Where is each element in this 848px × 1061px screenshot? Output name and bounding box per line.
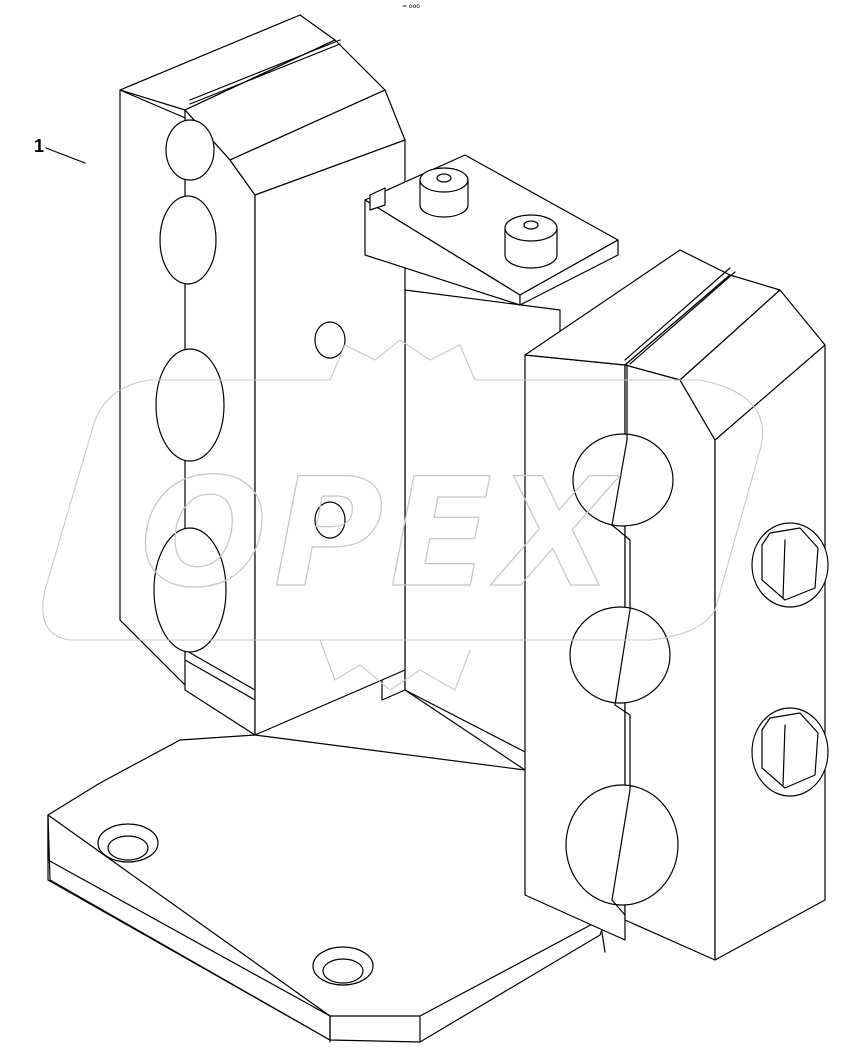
callout-leader <box>45 147 86 164</box>
watermark: OPEX <box>42 339 764 691</box>
stud-1 <box>419 167 469 218</box>
right-clamp-bore-1 <box>572 433 674 527</box>
watermark-text: OPEX <box>140 447 620 621</box>
right-clamp-bore-2 <box>569 606 671 704</box>
left-clamp-side-holes <box>314 321 346 539</box>
mount-hole-left <box>97 823 159 863</box>
mount-hole-right <box>312 946 374 986</box>
left-clamp-bore-4 <box>153 527 227 653</box>
hex-bolt-lower <box>751 707 829 797</box>
hex-bolt-upper <box>751 522 829 608</box>
left-clamp-bore-3 <box>155 348 225 462</box>
left-clamp-bore-1 <box>165 119 215 181</box>
stud-2 <box>504 214 558 269</box>
right-clamp-split-line <box>611 364 631 916</box>
base-plate <box>47 734 606 1043</box>
left-clamp-bore-2 <box>159 195 217 285</box>
right-clamp-bore-3 <box>565 784 679 906</box>
corner-mark: ≈ ooo <box>402 3 420 10</box>
callout-label: 1 <box>34 136 45 156</box>
